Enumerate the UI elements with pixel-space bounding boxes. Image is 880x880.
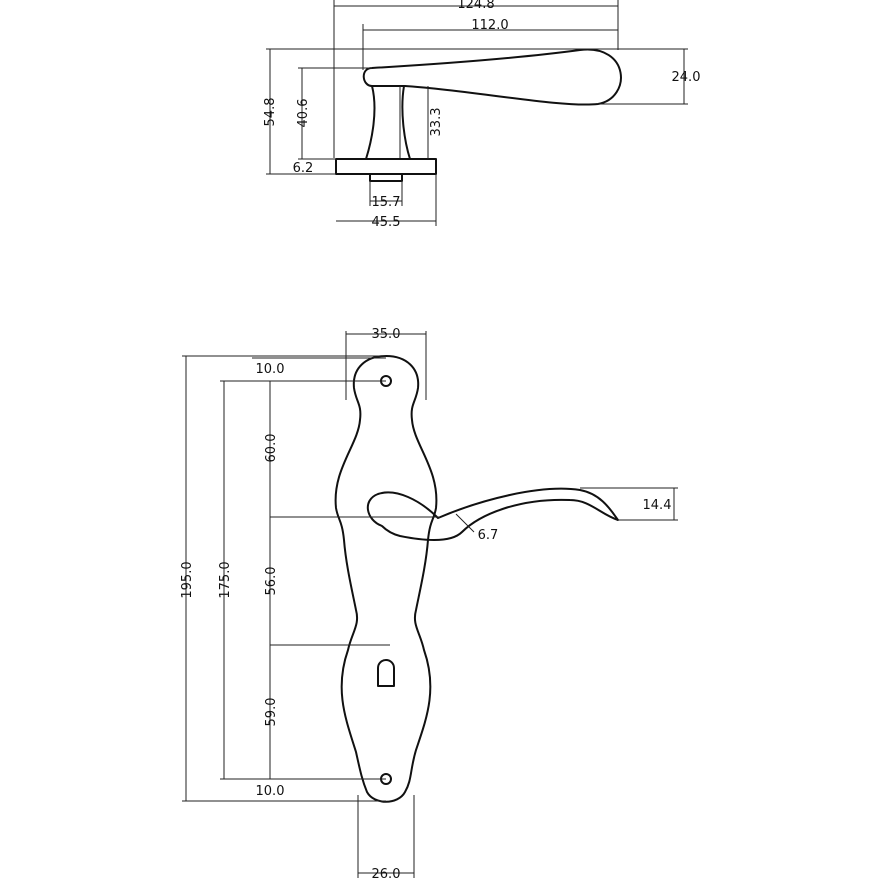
backplate-outline [334, 355, 438, 803]
leader-lever-thickness [455, 513, 475, 533]
dim-plate-width: 35.0 [372, 327, 401, 342]
dim-top-hole-offset: 10.0 [256, 362, 285, 377]
dim-spindle-width: 15.7 [372, 195, 401, 210]
dim-lever-to-keyhole: 56.0 [264, 567, 279, 596]
dim-hole-to-lever: 60.0 [264, 434, 279, 463]
dim-lever-thickness: 6.7 [478, 528, 499, 543]
dim-total-length: 124.8 [457, 0, 494, 12]
dim-rose-diameter: 45.5 [372, 215, 401, 230]
front-view: 35.0 10.0 60.0 56.0 59.0 10.0 175.0 195.… [180, 327, 678, 880]
front-lever-outline [367, 487, 619, 541]
dim-grip-height: 24.0 [672, 70, 701, 85]
dim-rose-thickness: 6.2 [293, 161, 314, 176]
keyhole [377, 659, 395, 687]
dim-lever-tip: 14.4 [643, 498, 672, 513]
side-rose-outline [335, 158, 437, 175]
dim-hole-spacing: 175.0 [218, 561, 233, 598]
dim-total-height: 54.8 [263, 98, 278, 127]
dim-plate-height: 195.0 [180, 561, 195, 598]
dim-neck-height: 40.6 [296, 99, 311, 128]
side-neck-outline [365, 85, 411, 160]
dim-keyhole-to-hole: 59.0 [264, 698, 279, 727]
side-spindle [369, 173, 403, 182]
dim-lever-length: 112.0 [471, 18, 508, 33]
dim-base-width: 26.0 [372, 867, 401, 880]
side-view: 124.8 112.0 24.0 54.8 40.6 33.3 6.2 15.7 [263, 0, 700, 230]
dim-collar-height: 33.3 [429, 108, 444, 137]
dim-bottom-hole-offset: 10.0 [256, 784, 285, 799]
